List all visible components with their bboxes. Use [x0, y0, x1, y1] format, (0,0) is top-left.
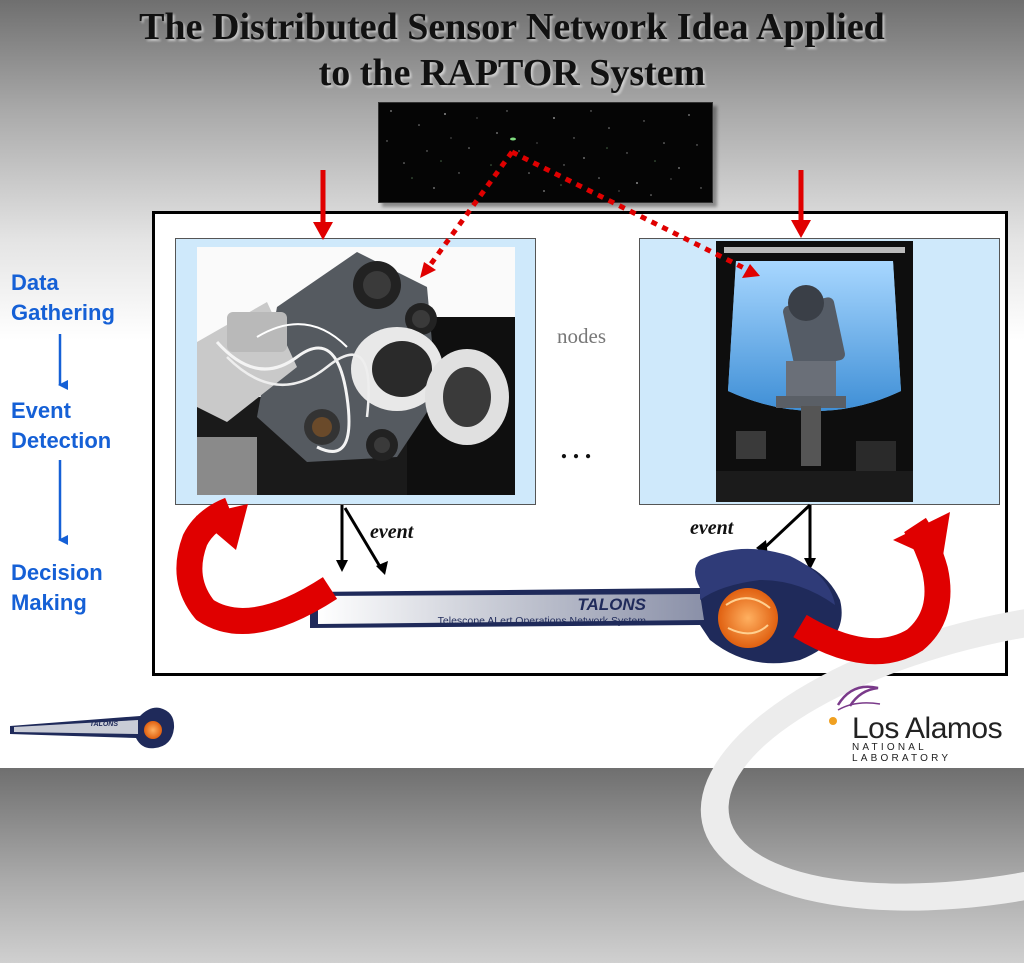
los-alamos-logo-mark — [829, 685, 881, 725]
talons-logo: TALONS Telescope ALert Operations Networ… — [310, 548, 842, 664]
talons-footer-logo: TALONS — [10, 707, 175, 749]
star-field-dots — [386, 110, 702, 196]
label-event-detection: Event Detection — [11, 398, 112, 453]
diagram-overlay: TALONS Telescope ALert Operations Networ… — [10, 149, 951, 749]
label-decision-making: Decision Making — [11, 560, 103, 615]
slide-title: The Distributed Sensor Network Idea Appl… — [0, 4, 1024, 96]
dotted-arrow-star-to-right — [510, 149, 750, 273]
more-nodes-ellipsis: … — [558, 426, 596, 466]
label-data-gathering: Data Gathering — [11, 270, 115, 325]
feedback-arrow-left — [176, 497, 338, 634]
event-arrow-left-b — [343, 507, 384, 571]
raptor-camera-photo — [197, 247, 515, 495]
nodes-label: nodes — [557, 324, 606, 348]
talons-subtitle: Telescope ALert Operations Network Syste… — [438, 615, 647, 627]
slide-title-line2: to the RAPTOR System — [318, 52, 706, 94]
telescope-dome-photo — [716, 241, 913, 502]
node-panel-right — [639, 238, 1000, 505]
telescope-dome-illustration — [716, 241, 913, 502]
event-arrow-right-a — [760, 503, 812, 552]
talons-footer-name: TALONS — [90, 721, 119, 728]
talons-name: TALONS — [577, 595, 646, 614]
event-label-left: event — [370, 521, 414, 543]
event-label-right: event — [690, 517, 734, 539]
los-alamos-subtitle: NATIONAL LABORATORY — [852, 742, 952, 764]
slide-title-line1: The Distributed Sensor Network Idea Appl… — [139, 6, 885, 48]
star-field-image — [378, 102, 713, 203]
raptor-camera-illustration — [197, 247, 515, 495]
node-panel-left — [175, 238, 536, 505]
los-alamos-name: Los Alamos — [852, 712, 1003, 745]
dotted-arrow-star-to-left — [425, 150, 515, 270]
